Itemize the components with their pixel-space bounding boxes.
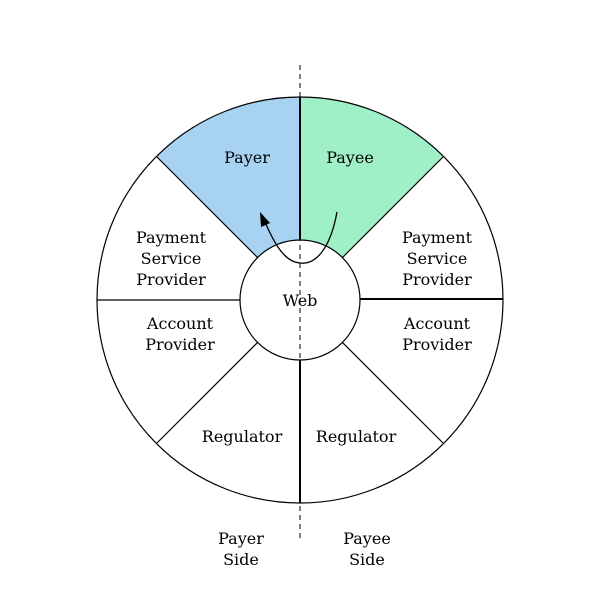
payment-flow-arrow — [264, 211, 338, 264]
payer-label: Payer — [224, 148, 270, 167]
regulator-left-label: Regulator — [202, 427, 283, 446]
regulator-right-label: Regulator — [316, 427, 397, 446]
payee-label: Payee — [326, 148, 374, 167]
arrow-head-icon — [260, 212, 270, 227]
web-label: Web — [283, 291, 318, 310]
